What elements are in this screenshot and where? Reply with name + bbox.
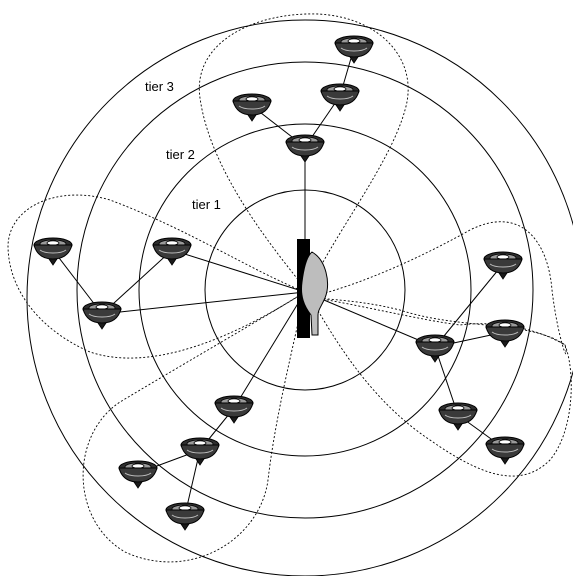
wireless-node-icon	[486, 437, 524, 464]
wireless-node-icon	[439, 403, 477, 430]
link-line	[172, 250, 305, 292]
wireless-node-icon	[484, 252, 522, 279]
access-point-icon	[297, 239, 327, 338]
wireless-node-icon	[166, 503, 204, 530]
tier-1-label: tier 1	[192, 197, 221, 212]
wireless-node-icon	[83, 302, 121, 329]
wireless-node-icon	[286, 135, 324, 162]
link-line	[234, 292, 305, 408]
tier-3-label: tier 3	[145, 79, 174, 94]
wireless-node-icon	[34, 238, 72, 265]
wireless-node-icon	[486, 320, 524, 347]
wireless-node-icon	[119, 461, 157, 488]
coverage-outline-left	[8, 195, 305, 358]
wireless-nodes	[34, 36, 524, 530]
wireless-node-icon	[181, 438, 219, 465]
wireless-node-icon	[233, 94, 271, 121]
wireless-node-icon	[416, 335, 454, 362]
wireless-node-icon	[153, 238, 191, 265]
coverage-outlines	[8, 14, 571, 562]
wireless-node-icon	[321, 84, 359, 111]
wireless-node-icon	[335, 36, 373, 63]
wireless-node-icon	[215, 396, 253, 423]
tier-2-label: tier 2	[166, 147, 195, 162]
